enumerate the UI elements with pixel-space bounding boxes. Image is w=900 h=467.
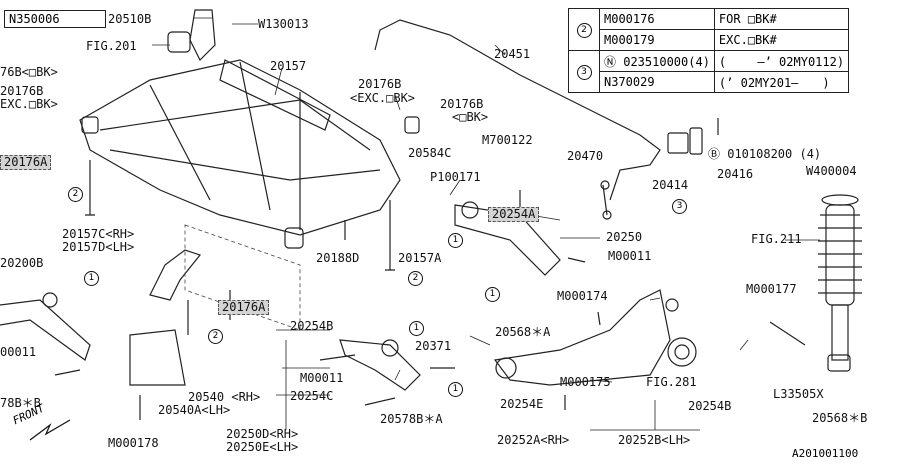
callout-3: 3	[672, 199, 687, 214]
label-20540a: 20540A<LH>	[158, 403, 231, 417]
callout-2: 2	[208, 329, 223, 344]
label-m00011-mid: M00011	[300, 371, 344, 385]
figure-id: A201001100	[792, 447, 859, 460]
label-010108200: Ⓑ 010108200 (4)	[708, 147, 822, 161]
label-w130013: W130013	[258, 17, 309, 31]
label-20252a: 20252A<RH>	[497, 433, 570, 447]
callout-1: 1	[84, 271, 99, 286]
label-20200b: 20200B	[0, 256, 44, 270]
label-20578b-a: 20578B＊A	[380, 412, 443, 426]
legend-note: FOR □BK#	[713, 8, 850, 30]
legend-key-3: 3	[568, 50, 600, 93]
bushing-top	[167, 31, 191, 53]
label-20176b-r-b: <□BK>	[452, 110, 489, 124]
label-20176a-left: 20176A	[0, 155, 52, 170]
label-fig211: FIG.211	[751, 232, 802, 246]
crossmember-frame	[79, 59, 401, 236]
header-box: N350006	[4, 10, 106, 28]
label-m000175: M000175	[560, 375, 611, 389]
legend-part: M000176	[599, 8, 715, 30]
label-m000177: M000177	[746, 282, 797, 296]
label-00011-left: 00011	[0, 345, 37, 359]
label-m700122: M700122	[482, 133, 533, 147]
callout-2: 2	[68, 187, 83, 202]
label-20254e: 20254E	[500, 397, 544, 411]
callout-1: 1	[448, 233, 463, 248]
trailing-link	[493, 289, 671, 386]
label-m00011-right: M00011	[608, 249, 652, 263]
label-20157: 20157	[270, 59, 307, 73]
label-m000174: M000174	[557, 289, 608, 303]
label-fig281: FIG.281	[646, 375, 697, 389]
legend-row: 2 M000176 FOR □BK#	[568, 8, 850, 51]
label-l33505x: L33505X	[773, 387, 824, 401]
label-20254a: 20254A	[488, 207, 540, 222]
legend-row: M000179 EXC.□BK#	[569, 29, 850, 51]
legend-key-2: 2	[568, 8, 600, 51]
label-20176b-mid-b: <EXC.□BK>	[350, 91, 416, 105]
label-20157c: 20157C<RH>	[62, 227, 135, 241]
label-20540: 20540 <RH>	[188, 390, 261, 404]
label-20176b-obk: 76B<□BK>	[0, 65, 58, 79]
label-20254b-top: 20254B	[290, 319, 334, 333]
callout-2: 2	[408, 271, 423, 286]
label-20510b: 20510B	[108, 12, 152, 26]
label-p100171: P100171	[430, 170, 481, 184]
legend-part: Ⓝ 023510000(4)	[599, 50, 715, 72]
label-20568a: 20568＊A	[495, 325, 551, 339]
label-20176b-r-a: 20176B	[440, 97, 484, 111]
label-20568b: 20568＊B	[812, 411, 868, 425]
label-20254c: 20254C	[290, 389, 334, 403]
lower-arm	[339, 339, 421, 391]
label-20250d: 20250D<RH>	[226, 427, 299, 441]
legend-part: M000179	[599, 29, 715, 51]
label-20416: 20416	[717, 167, 754, 181]
label-20176b-mid-a: 20176B	[358, 77, 402, 91]
legend-note: EXC.□BK#	[713, 29, 850, 51]
label-20250: 20250	[606, 230, 643, 244]
legend-row: 3 Ⓝ 023510000(4) ( –’ 02MY0112)	[568, 50, 850, 93]
callout-1: 1	[485, 287, 500, 302]
label-20188d: 20188D	[316, 251, 360, 265]
label-20176a-mid: 20176A	[218, 300, 270, 315]
label-20176b-exc-b: EXC.□BK>	[0, 97, 58, 111]
legend-note: (’ 02MY201– )	[713, 71, 850, 93]
label-m000178: M000178	[108, 436, 159, 450]
coil-spring	[818, 214, 862, 294]
label-20254b-right: 20254B	[688, 399, 732, 413]
label-20252b: 20252B<LH>	[618, 433, 691, 447]
legend-table: 2 M000176 FOR □BK# M000179 EXC.□BK# 3 Ⓝ …	[568, 8, 850, 93]
label-20578b-b: 78B＊B	[0, 396, 41, 410]
callout-1: 1	[448, 382, 463, 397]
label-20470: 20470	[567, 149, 604, 163]
legend-part: N370029	[599, 71, 715, 93]
label-20584c: 20584C	[408, 146, 452, 160]
label-20414: 20414	[652, 178, 689, 192]
callout-1: 1	[409, 321, 424, 336]
stabilizer-bar	[374, 19, 661, 201]
label-fig201: FIG.201	[86, 39, 137, 53]
legend-row: N370029 (’ 02MY201– )	[569, 71, 850, 93]
label-20451: 20451	[494, 47, 531, 61]
label-20157d: 20157D<LH>	[62, 240, 135, 254]
label-20371: 20371	[415, 339, 452, 353]
link-plate	[219, 59, 331, 131]
label-w400004: W400004	[806, 164, 857, 178]
legend-note: ( –’ 02MY0112)	[713, 50, 850, 72]
label-20157a: 20157A	[398, 251, 442, 265]
label-20176b-exc-a: 20176B	[0, 84, 44, 98]
label-20250e: 20250E<LH>	[226, 440, 299, 454]
